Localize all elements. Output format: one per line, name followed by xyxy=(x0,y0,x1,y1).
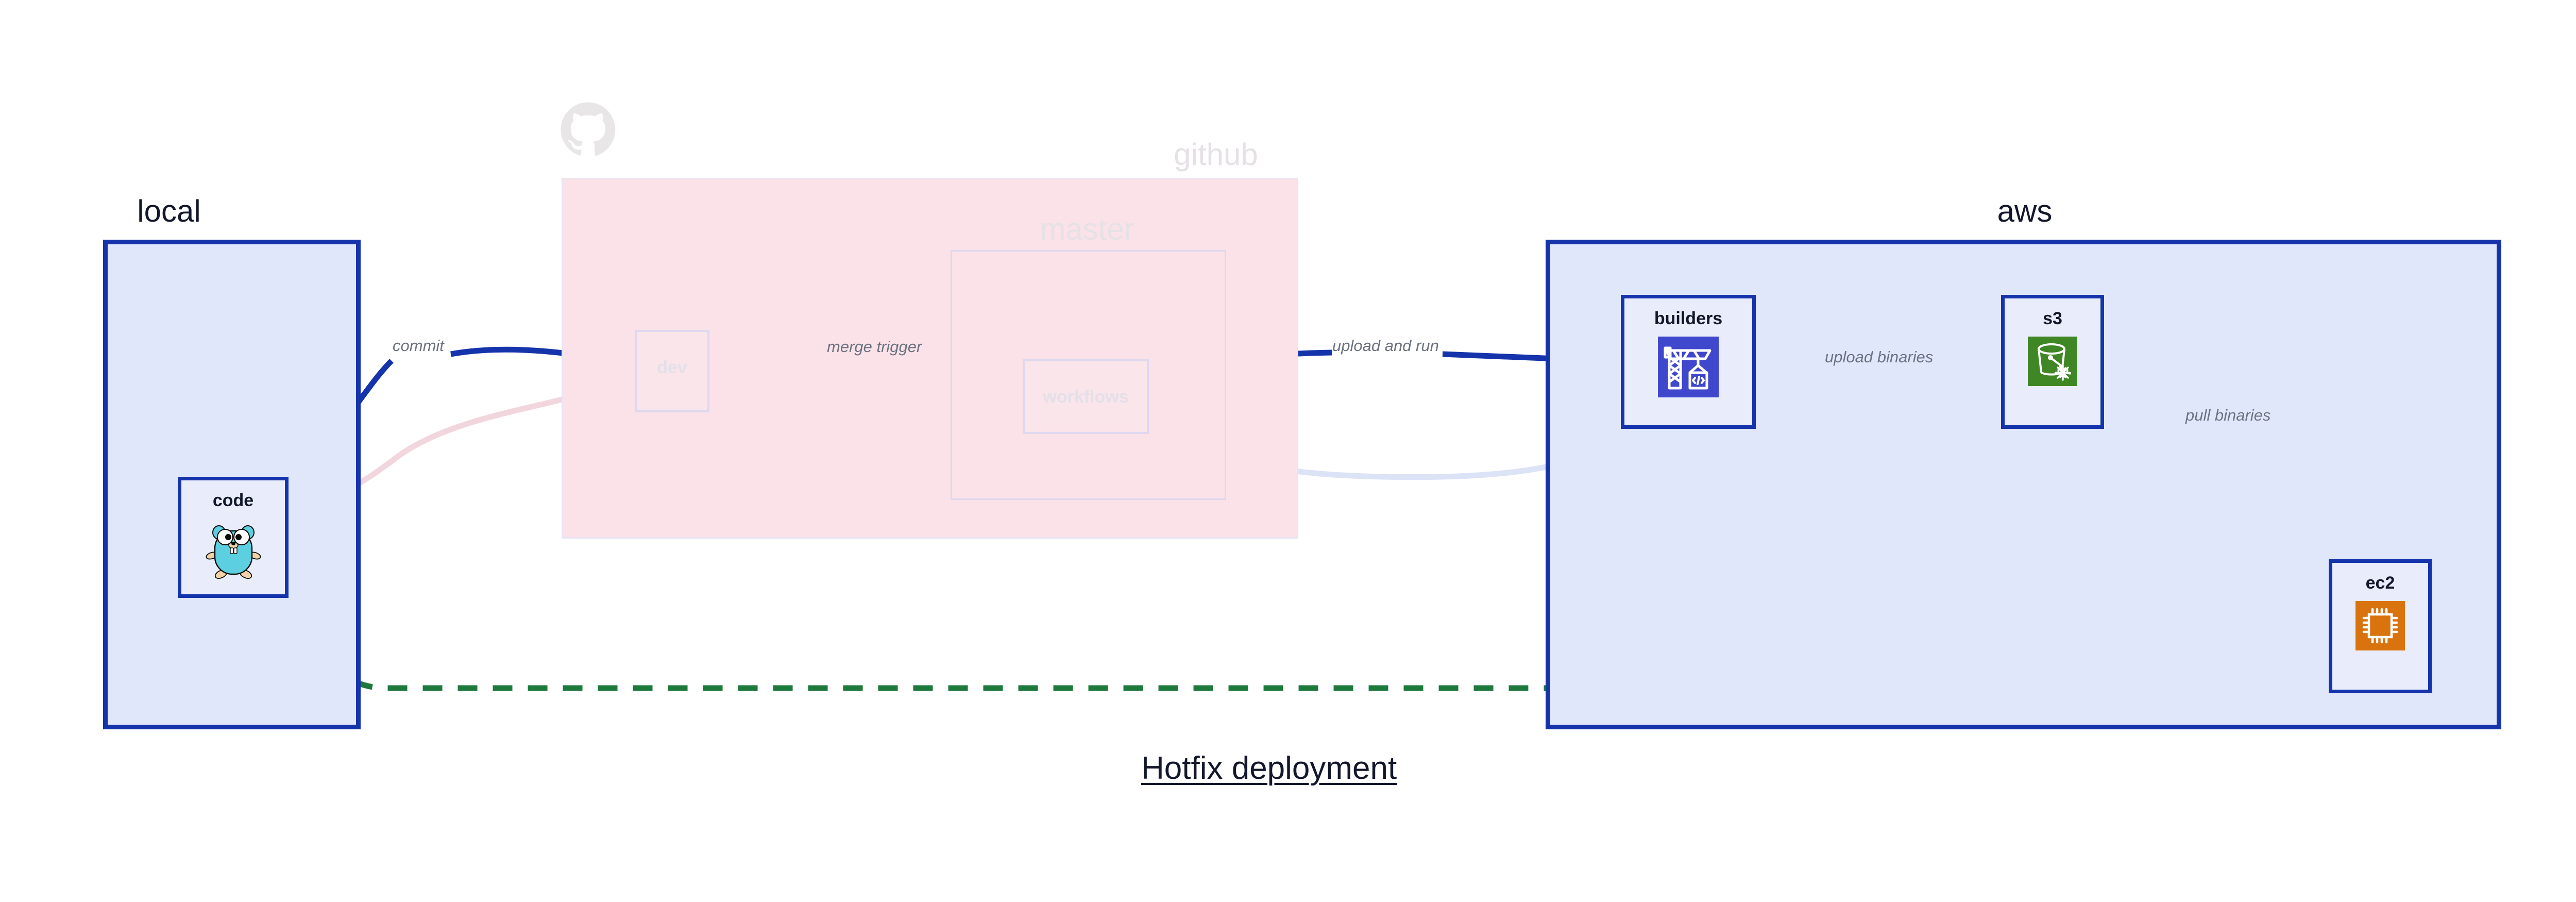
node-code-label: code xyxy=(212,491,254,510)
node-s3[interactable]: s3 xyxy=(2001,295,2104,429)
diagram-caption: Hotfix deployment xyxy=(1141,750,1397,786)
node-workflows-label: workflows xyxy=(1043,387,1129,407)
edge-label-upload-and-run: upload and run xyxy=(1332,337,1439,355)
edge-label-commit: commit xyxy=(393,337,444,355)
node-builders-label: builders xyxy=(1654,309,1723,328)
aws-ec2-icon xyxy=(2355,601,2405,653)
edge-label-pull-binaries: pull binaries xyxy=(2185,406,2271,424)
node-workflows[interactable]: workflows xyxy=(1023,359,1149,434)
group-label-github: github xyxy=(1174,137,1258,172)
node-builders[interactable]: builders xyxy=(1621,295,1756,429)
node-dev-label: dev xyxy=(657,358,687,377)
group-label-local: local xyxy=(137,194,201,228)
edge-label-upload-binaries: upload binaries xyxy=(1825,348,1934,366)
node-ec2[interactable]: ec2 xyxy=(2329,559,2432,693)
node-s3-label: s3 xyxy=(2043,309,2062,328)
subgroup-label-master: master xyxy=(1040,212,1134,246)
group-label-aws: aws xyxy=(1997,194,2053,228)
aws-s3-glacier-icon xyxy=(2028,337,2077,389)
node-ec2-label: ec2 xyxy=(2365,573,2395,593)
go-gopher-icon xyxy=(205,519,261,582)
subgroup-master xyxy=(951,250,1226,500)
github-octocat-icon xyxy=(561,102,616,156)
aws-codebuild-icon xyxy=(1658,337,1719,400)
node-code[interactable]: code xyxy=(178,477,289,598)
edge-label-merge-trigger: merge trigger xyxy=(827,338,922,356)
node-dev[interactable]: dev xyxy=(635,330,709,412)
group-github xyxy=(562,178,1298,539)
